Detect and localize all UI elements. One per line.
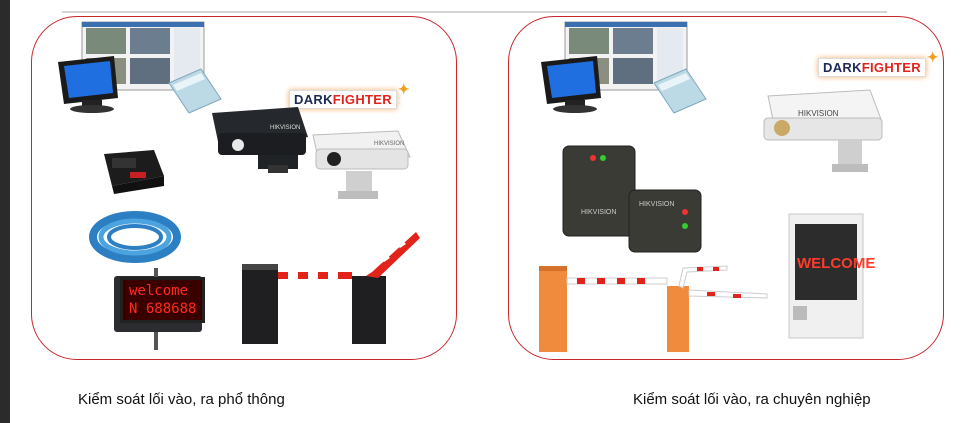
cable-coil-icon: [89, 211, 181, 263]
led-sign-text: welcome N 688688: [120, 277, 206, 323]
svg-text:HIKVISION: HIKVISION: [374, 141, 404, 147]
left-caption: Kiểm soát lối vào, ra phổ thông: [78, 391, 285, 408]
computer-monitor-icon: [58, 21, 205, 113]
svg-text:HIKVISION: HIKVISION: [581, 209, 616, 216]
bullet-camera-icon: HIKVISION HIKVISION: [212, 107, 411, 199]
barrier-gate-icon: [242, 232, 420, 344]
right-caption: Kiểm soát lối vào, ra chuyên nghiệp: [633, 391, 871, 408]
computer-monitor-icon: [541, 21, 688, 113]
darkfighter-badge: DARKFIGHTER ✦: [289, 81, 410, 109]
bullet-camera-icon: HIKVISION: [763, 89, 883, 172]
svg-text:HIKVISION: HIKVISION: [639, 201, 674, 208]
top-divider: [62, 11, 887, 13]
rfid-reader-icon: HIKVISION HIKVISION: [562, 145, 702, 253]
svg-text:HIKVISION: HIKVISION: [798, 109, 839, 118]
svg-text:HIKVISION: HIKVISION: [270, 125, 300, 131]
darkfighter-badge: DARKFIGHTER ✦: [818, 49, 939, 77]
kiosk-display-icon: [788, 213, 864, 339]
left-edge-bar: [0, 0, 10, 423]
vehicle-detector-icon: [104, 150, 164, 194]
kiosk-welcome-text: WELCOME: [797, 255, 876, 272]
rfid-card-icon: [653, 68, 707, 114]
rfid-card-icon: [168, 68, 222, 114]
barrier-gate-icon: [539, 265, 768, 352]
